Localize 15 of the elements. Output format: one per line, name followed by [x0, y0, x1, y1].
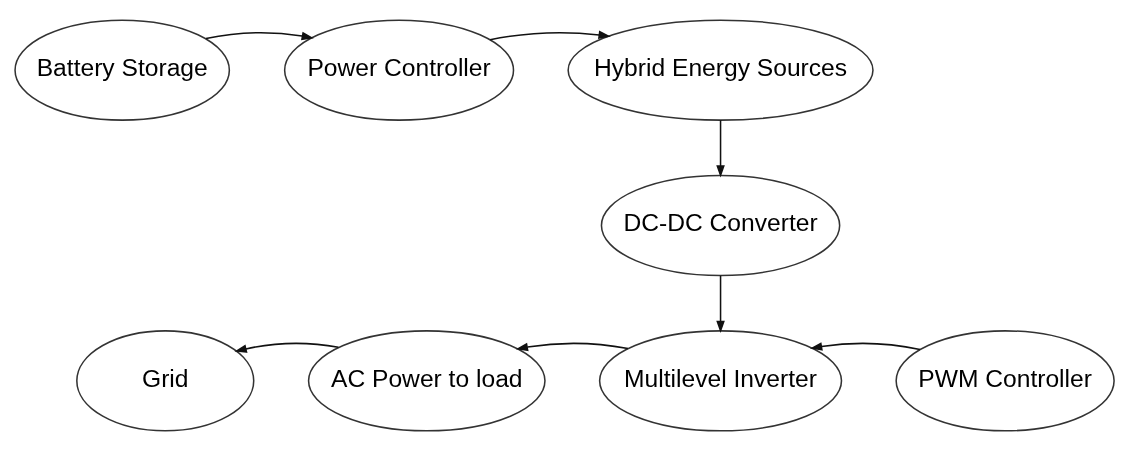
node-ellipse: AC Power to load: [307, 329, 546, 432]
node-ellipse: Power Controller: [283, 18, 515, 121]
node-ellipse: Grid: [76, 329, 255, 432]
arrow: [809, 341, 921, 351]
arrow: [716, 119, 725, 178]
arrow: [489, 30, 611, 40]
arrow: [234, 342, 340, 353]
node-ellipse: Hybrid Energy Sources: [567, 18, 874, 121]
node-ellipse: Battery Storage: [14, 18, 231, 121]
node-ellipse: PWM Controller: [895, 329, 1115, 432]
node-ellipse: DC-DC Converter: [600, 174, 841, 276]
arrow: [515, 342, 629, 351]
arrow: [205, 31, 314, 40]
arrow: [716, 274, 725, 333]
node-ellipse: Multilevel Inverter: [598, 329, 843, 432]
